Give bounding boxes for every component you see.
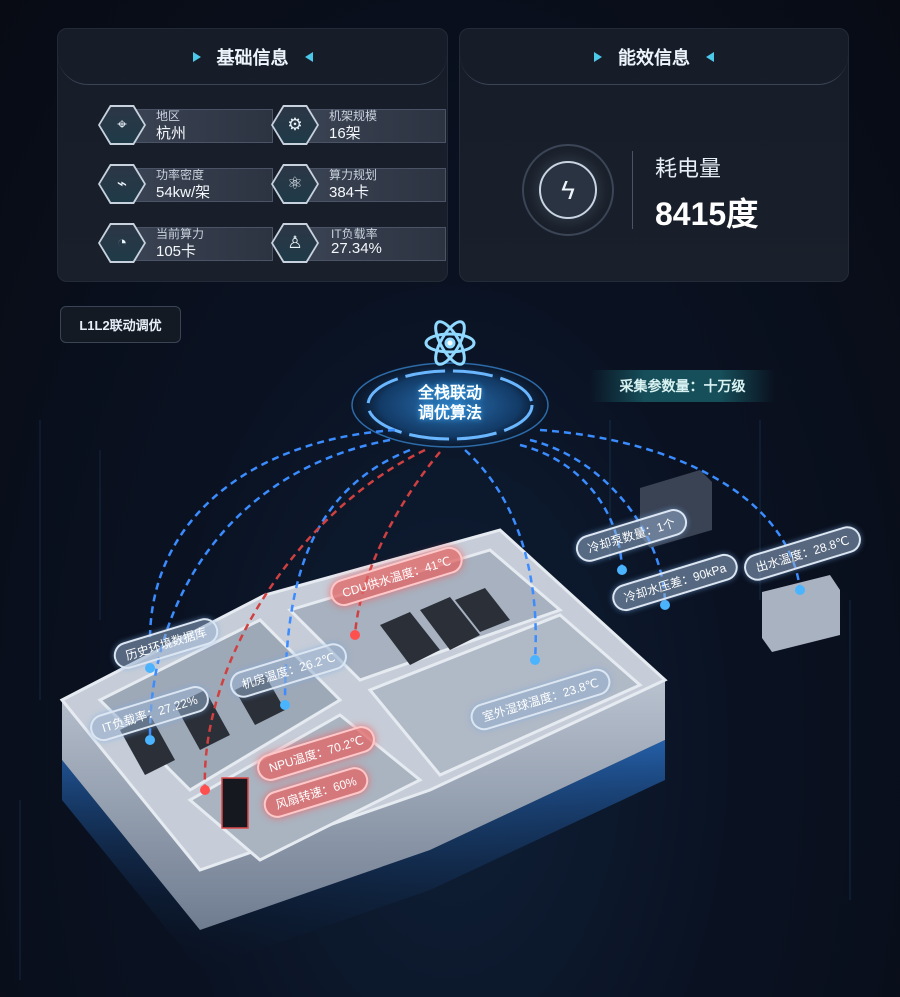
- energy-value: 8415度: [655, 196, 759, 232]
- server-rack-highlight: [221, 777, 249, 829]
- hub-line2: 调优算法: [417, 405, 482, 422]
- building-model: [59, 470, 840, 970]
- divider: [632, 151, 633, 229]
- energy-info-header: 能效信息: [460, 29, 848, 85]
- card-value: 杭州: [156, 125, 187, 142]
- energy-ring: ϟ: [522, 144, 614, 236]
- card-label: 地区: [156, 109, 181, 123]
- info-card-power-density: ⌁ 功率密度 54kw/架: [98, 164, 273, 204]
- card-label: IT负载率: [331, 227, 378, 241]
- atom-icon: ⚛: [271, 164, 319, 204]
- energy-label: 耗电量: [655, 156, 722, 181]
- card-value: 54kw/架: [156, 184, 211, 201]
- collect-params-label: 采集参数量：十万级: [590, 370, 775, 402]
- basic-info-header: 基础信息: [58, 29, 447, 85]
- basic-info-title: 基础信息: [216, 47, 289, 68]
- energy-info-panel: 能效信息 ϟ 耗电量 8415度: [459, 28, 849, 282]
- card-value: 105卡: [156, 243, 197, 260]
- mode-tag[interactable]: L1L2联动调优: [60, 306, 181, 343]
- hub-label: 全栈联动调优算法: [390, 384, 510, 424]
- chiller-unit: [762, 575, 840, 652]
- card-value: 16架: [329, 125, 361, 142]
- card-label: 功率密度: [156, 168, 205, 182]
- hub-glow: [350, 360, 550, 450]
- card-label: 机架规模: [329, 109, 378, 123]
- card-value: 27.34%: [331, 240, 382, 257]
- info-card-compute-plan: ⚛ 算力规划 384卡: [271, 164, 446, 204]
- lightning-icon: ϟ: [539, 161, 597, 219]
- hub-line1: 全栈联动: [417, 385, 482, 402]
- card-value: 384卡: [329, 184, 370, 201]
- card-label: 当前算力: [156, 227, 205, 241]
- sensor-dots: [145, 565, 805, 795]
- arrow-right-icon: [594, 51, 602, 62]
- arrow-left-icon: [304, 51, 313, 62]
- arrow-right-icon: [192, 51, 201, 62]
- pulse-icon: ⌁: [98, 164, 146, 204]
- card-label: 算力规划: [329, 168, 378, 182]
- hub-ring: [366, 369, 534, 441]
- atom-icon: [424, 320, 476, 366]
- arrow-left-icon: [706, 51, 714, 62]
- energy-info-title: 能效信息: [618, 47, 690, 68]
